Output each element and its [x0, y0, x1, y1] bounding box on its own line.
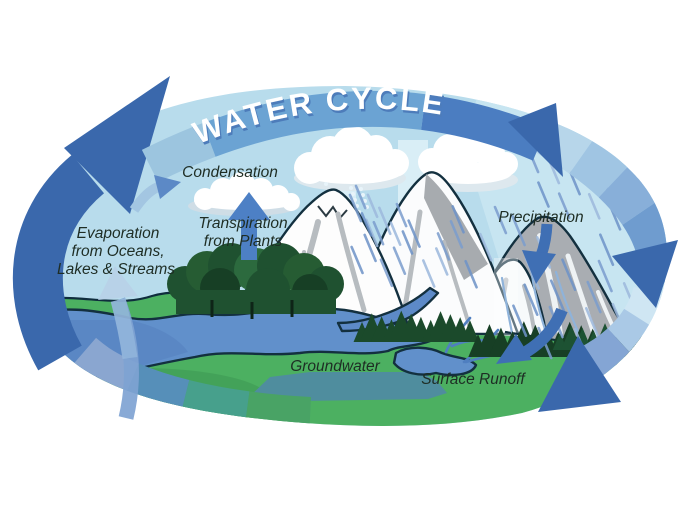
rain-streak-icon	[512, 304, 528, 338]
rain-streak-icon	[389, 221, 402, 246]
snow-dot-icon	[353, 198, 357, 202]
label-evaporation-line1: Evaporation	[77, 225, 160, 242]
rain-streak-icon	[436, 232, 451, 261]
rain-streak-icon	[401, 230, 414, 255]
snow-dot-icon	[361, 193, 365, 197]
snow-dot-icon	[351, 192, 355, 196]
rain-streak-icon	[586, 280, 602, 314]
rain-streak-icon	[523, 283, 539, 316]
label-transpiration-line2: from Plants	[204, 233, 283, 250]
cycle-band-bottom-left	[20, 254, 312, 426]
rain-streak-icon	[372, 220, 385, 246]
surface-runoff-arrowhead-icon	[496, 334, 532, 364]
condensation-arrowhead-icon	[154, 175, 181, 199]
forest	[167, 243, 662, 357]
rain-streak-icon	[360, 212, 373, 237]
rain-streak-icon	[379, 258, 394, 288]
groundwater-shape	[250, 372, 447, 401]
runoff-lake	[392, 346, 478, 377]
rain-streak-icon	[537, 181, 550, 208]
cycle-arrowhead-left-icon	[64, 76, 170, 214]
rain-streak-icon	[435, 247, 449, 276]
rain-streak-icon	[479, 232, 493, 262]
rain-streak-icon	[510, 213, 526, 247]
label-surface-runoff: Surface Runoff	[421, 371, 526, 388]
transpiration-arrowhead-icon	[228, 192, 270, 220]
rain-streak-icon	[449, 220, 464, 249]
rain-streak-icon	[421, 259, 436, 288]
rain-streak-icon	[464, 259, 478, 289]
rain-streak-icon	[585, 307, 601, 340]
cycle-arrowhead-bottom-icon	[538, 336, 621, 412]
rain-streak-icon	[364, 218, 379, 248]
rain-streak-icon	[407, 219, 421, 248]
label-condensation: Condensation	[182, 164, 278, 181]
rain-streak-icon	[350, 245, 364, 275]
snow-cap-line	[317, 205, 348, 220]
rain-streak-icon	[557, 192, 571, 219]
broadleaf-trees	[167, 243, 344, 319]
mountain-center-shadow-face	[424, 174, 488, 280]
rain-streak-icon	[366, 193, 379, 219]
label-precipitation: Precipitation	[498, 209, 583, 226]
rain-streak-icon	[392, 246, 407, 275]
rain-streak-icon	[561, 258, 577, 291]
label-evaporation-line3: Lakes & Streams	[57, 261, 175, 278]
cloud-center	[294, 126, 409, 191]
clouds	[188, 126, 518, 216]
cycle-arrow-left	[12, 76, 170, 371]
pine-tree-icon	[639, 332, 661, 357]
surface-runoff-arrow	[496, 307, 568, 364]
precipitation-arrow	[522, 223, 556, 284]
condensation-arrow	[129, 175, 181, 213]
rain-streak-icon	[354, 184, 367, 210]
labels: Condensation Transpiration from Plants E…	[57, 164, 584, 388]
snow-dot-icon	[349, 186, 353, 190]
evaporation-arrowhead-icon	[98, 266, 138, 300]
label-evaporation-line2: from Oceans,	[71, 243, 164, 260]
evaporation-arrow	[98, 266, 139, 420]
river	[336, 286, 440, 333]
banner-arrowhead-icon	[508, 103, 563, 177]
cycle-arrows: WATER CYCLE WATER CYCLE	[12, 76, 678, 420]
rain-streak-icon	[493, 205, 508, 235]
snow-dot-icon	[324, 182, 328, 186]
cloud-condensation	[188, 172, 300, 216]
rain-streak-icon	[451, 204, 465, 234]
rain-streak-icon	[395, 202, 408, 228]
rain-streak-icon	[363, 233, 377, 263]
snow-dot-icon	[359, 187, 363, 191]
cycle-arrowhead-right-icon	[612, 240, 678, 308]
transpiration-arrow	[228, 192, 270, 260]
rain-streak-icon	[587, 192, 601, 220]
label-groundwater: Groundwater	[290, 358, 380, 375]
rain-streak-icon	[378, 206, 392, 236]
rain-streak-icon	[599, 233, 615, 267]
label-transpiration-line1: Transpiration	[198, 215, 287, 232]
pine-row	[353, 310, 480, 342]
rain-streak-icon	[597, 259, 613, 293]
rain-streak-icon	[348, 193, 363, 223]
pine-tree-icon	[460, 320, 480, 342]
rain-streak-icon	[549, 279, 566, 313]
precipitation-arrowhead-icon	[522, 250, 556, 284]
